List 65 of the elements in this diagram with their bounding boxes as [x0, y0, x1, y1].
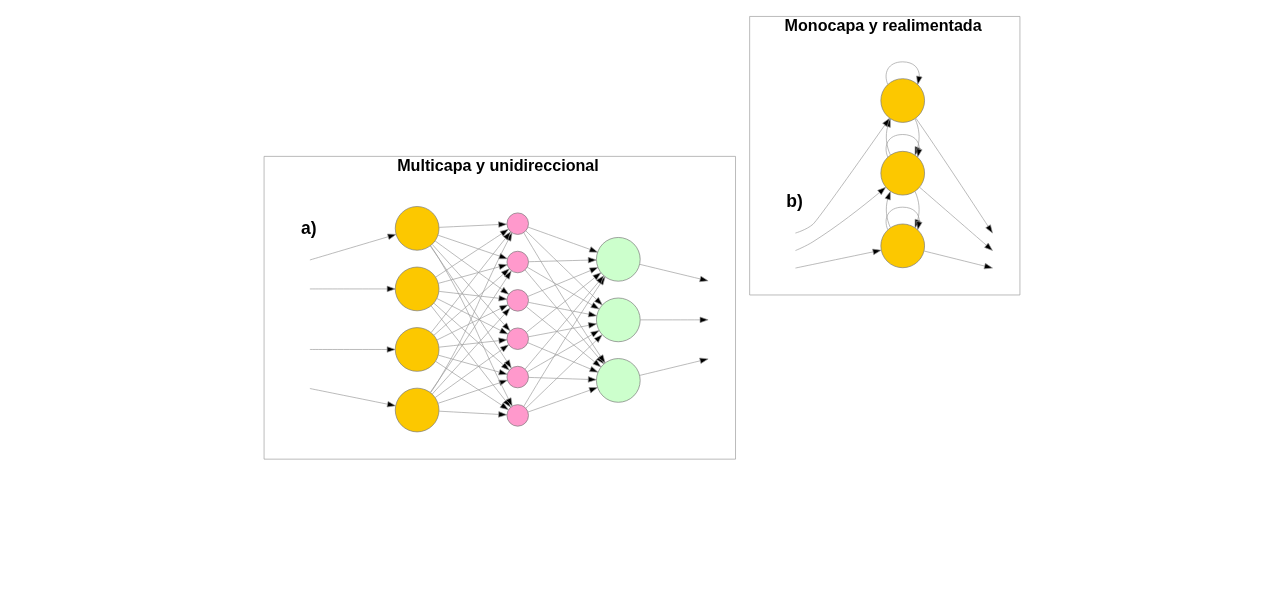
- arrow: [431, 307, 511, 395]
- arrow: [309, 388, 396, 408]
- arrow: [433, 268, 510, 336]
- arrow: [526, 306, 602, 368]
- arrow: [438, 410, 508, 418]
- arrow: [527, 387, 598, 413]
- arrow: [309, 346, 396, 353]
- arrow: [528, 322, 597, 338]
- node-circle: [394, 266, 440, 312]
- arrow: [885, 61, 923, 85]
- node-circle: [506, 250, 529, 274]
- arrow: [429, 270, 512, 393]
- arrow: [309, 233, 397, 261]
- arrow: [914, 191, 921, 229]
- arrow: [795, 187, 886, 251]
- arrow: [526, 272, 602, 333]
- arrow: [435, 229, 509, 278]
- node-circle: [880, 78, 925, 123]
- arrow: [434, 240, 510, 295]
- arrow: [528, 302, 597, 318]
- arrow: [433, 302, 510, 371]
- arrow: [525, 230, 603, 306]
- node-circle: [394, 387, 440, 433]
- node-circle: [506, 289, 529, 312]
- arrow: [435, 344, 509, 398]
- arrow: [438, 354, 508, 376]
- arrow: [526, 266, 600, 310]
- arrow: [640, 316, 709, 324]
- cluster: Multicapa y unidireccional a): [263, 156, 736, 460]
- node-circle: [506, 404, 529, 427]
- arrow: [528, 256, 597, 264]
- arrow: [437, 234, 508, 260]
- arrow: [527, 226, 598, 253]
- arrow: [438, 263, 508, 284]
- arrow: [438, 291, 508, 302]
- arrow: [430, 305, 511, 408]
- node-circle: [394, 206, 440, 251]
- arrow: [923, 250, 993, 270]
- arrow: [527, 342, 599, 373]
- arrow: [435, 361, 509, 410]
- arrow: [528, 376, 597, 383]
- arrow: [795, 248, 882, 269]
- arrow: [884, 191, 891, 229]
- arrow: [885, 206, 923, 231]
- arrow: [438, 221, 508, 228]
- arrow: [527, 330, 600, 373]
- cluster: Monocapa y realimentada b): [749, 16, 1021, 296]
- node-circle: [506, 212, 529, 235]
- node-circle: [880, 223, 925, 269]
- node-circle: [394, 327, 440, 372]
- arrow: [429, 245, 512, 369]
- arrow: [436, 298, 509, 335]
- node-circle: [506, 327, 529, 350]
- node-circle: [880, 151, 925, 196]
- arrow: [527, 267, 599, 297]
- arrow: [436, 304, 509, 341]
- node-circle: [596, 237, 641, 282]
- arrow: [438, 337, 508, 348]
- node-circle: [506, 365, 529, 389]
- arrow: [639, 357, 709, 376]
- node-circle: [596, 358, 641, 403]
- arrow: [919, 186, 993, 251]
- arrow: [309, 285, 396, 293]
- arrow: [639, 263, 709, 283]
- arrow: [437, 379, 508, 404]
